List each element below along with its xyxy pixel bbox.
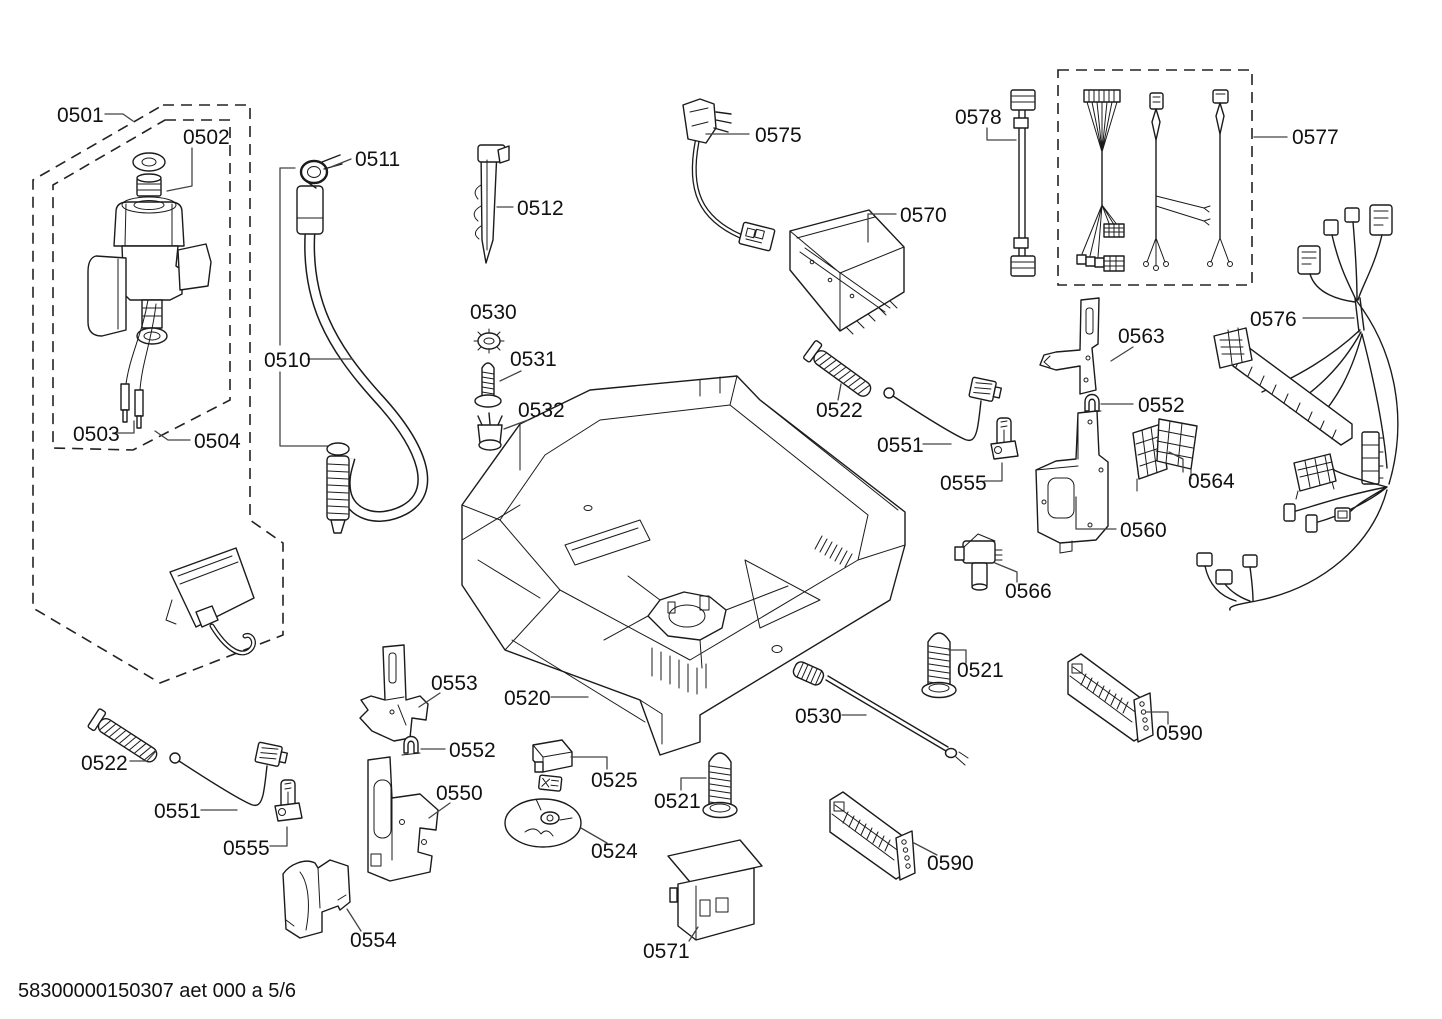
harness-c (1207, 89, 1233, 267)
aquastop-valve-body (87, 196, 212, 345)
interference-capacitor (532, 739, 573, 792)
part-label-0521-upper: 0521 (957, 659, 1004, 682)
dashed-box-0504 (52, 119, 231, 451)
bracket-left-upper (359, 644, 429, 742)
part-label-0522-right: 0522 (816, 399, 863, 422)
part-label-0563: 0563 (1118, 325, 1165, 348)
part-label-0555-right: 0555 (940, 472, 987, 495)
toothed-nut (473, 328, 505, 354)
cable-set-box (1057, 69, 1253, 286)
part-label-0510: 0510 (264, 349, 311, 372)
main-wiring-harness (1196, 204, 1399, 611)
harness-rail-connector (1213, 327, 1353, 446)
rail-lower (829, 791, 916, 881)
bracket-right-upper (1039, 297, 1100, 395)
harness-top-connectors (1297, 204, 1393, 275)
part-label-0520: 0520 (504, 687, 551, 710)
leader-lines (104, 113, 1355, 942)
part-label-0525: 0525 (591, 769, 638, 792)
harness-bottom-connectors (1196, 552, 1258, 602)
mounting-blade (473, 144, 510, 264)
part-label-0501: 0501 (57, 104, 104, 127)
part-label-0530-lower: 0530 (795, 705, 842, 728)
part-label-0524: 0524 (591, 840, 638, 863)
part-label-0577: 0577 (1292, 126, 1339, 149)
part-label-0552-left: 0552 (449, 739, 496, 762)
part-label-0531: 0531 (510, 348, 557, 371)
mounting-bracket-right (1035, 410, 1109, 554)
part-label-0575: 0575 (755, 124, 802, 147)
fill-rod (792, 661, 969, 766)
dashed-box-0501 (32, 104, 284, 684)
part-label-0554: 0554 (350, 929, 397, 952)
part-label-0550: 0550 (436, 782, 483, 805)
threaded-stud (474, 362, 502, 408)
terminal-pins (120, 299, 157, 429)
seal-washer-fitting (132, 152, 166, 197)
leveling-screw-lower (702, 752, 738, 819)
part-label-0503: 0503 (73, 423, 120, 446)
terminal-grid-block (1132, 418, 1198, 492)
small-valve (954, 533, 1003, 591)
part-label-0502: 0502 (183, 126, 230, 149)
part-label-0553: 0553 (431, 672, 478, 695)
leveling-screw-upper (921, 632, 957, 699)
hose-clamp (299, 154, 343, 189)
part-label-0560: 0560 (1120, 519, 1167, 542)
part-label-0521-lower: 0521 (654, 790, 701, 813)
part-label-0504: 0504 (194, 430, 241, 453)
part-label-0512: 0512 (517, 197, 564, 220)
prong-clip (477, 412, 503, 451)
harness-a (1076, 89, 1125, 272)
rail-upper (1067, 653, 1154, 743)
part-label-0552-right: 0552 (1138, 394, 1185, 417)
part-label-0532: 0532 (518, 399, 565, 422)
part-label-0522-left: 0522 (81, 752, 128, 775)
latch-left (274, 779, 303, 822)
harness-relay-block (1293, 453, 1337, 500)
bowden-cable-right (883, 376, 1004, 442)
latch-right (990, 417, 1019, 460)
clip-right (1082, 393, 1102, 414)
clip-left (401, 735, 421, 756)
part-label-0590-lower: 0590 (927, 852, 974, 875)
harness-b (1143, 92, 1211, 271)
mounting-bracket-left (367, 756, 439, 882)
part-label-0590-upper: 0590 (1156, 722, 1203, 745)
part-label-0564: 0564 (1188, 470, 1235, 493)
harness-right-connector-column (1361, 431, 1384, 485)
part-label-0551-left: 0551 (154, 800, 201, 823)
part-label-0551-right: 0551 (877, 434, 924, 457)
callout-labels: 0501 0502 0503 0504 0511 0510 0512 0530 … (57, 104, 1339, 963)
part-label-0530-upper: 0530 (470, 301, 517, 324)
drain-hose (279, 167, 429, 534)
ribbon-cable (1010, 89, 1036, 277)
cover-bracket (282, 859, 351, 939)
part-label-0555-left: 0555 (223, 837, 270, 860)
document-code: 58300000150307 aet 000 a 5/6 (18, 980, 296, 1002)
sound-damping-disc (504, 798, 582, 848)
part-label-0566: 0566 (1005, 580, 1052, 603)
aquastop-inlet-assembly (32, 104, 284, 684)
part-label-0511: 0511 (355, 148, 400, 171)
part-label-0570: 0570 (900, 204, 947, 227)
inlet-module (165, 547, 256, 656)
bowden-cable-left (169, 741, 290, 807)
base-pan (461, 375, 906, 756)
power-cord (682, 98, 776, 252)
part-label-0571: 0571 (643, 940, 690, 963)
part-label-0576: 0576 (1250, 308, 1297, 331)
control-module (789, 209, 905, 335)
part-label-0578: 0578 (955, 106, 1002, 129)
float-box (667, 839, 763, 941)
